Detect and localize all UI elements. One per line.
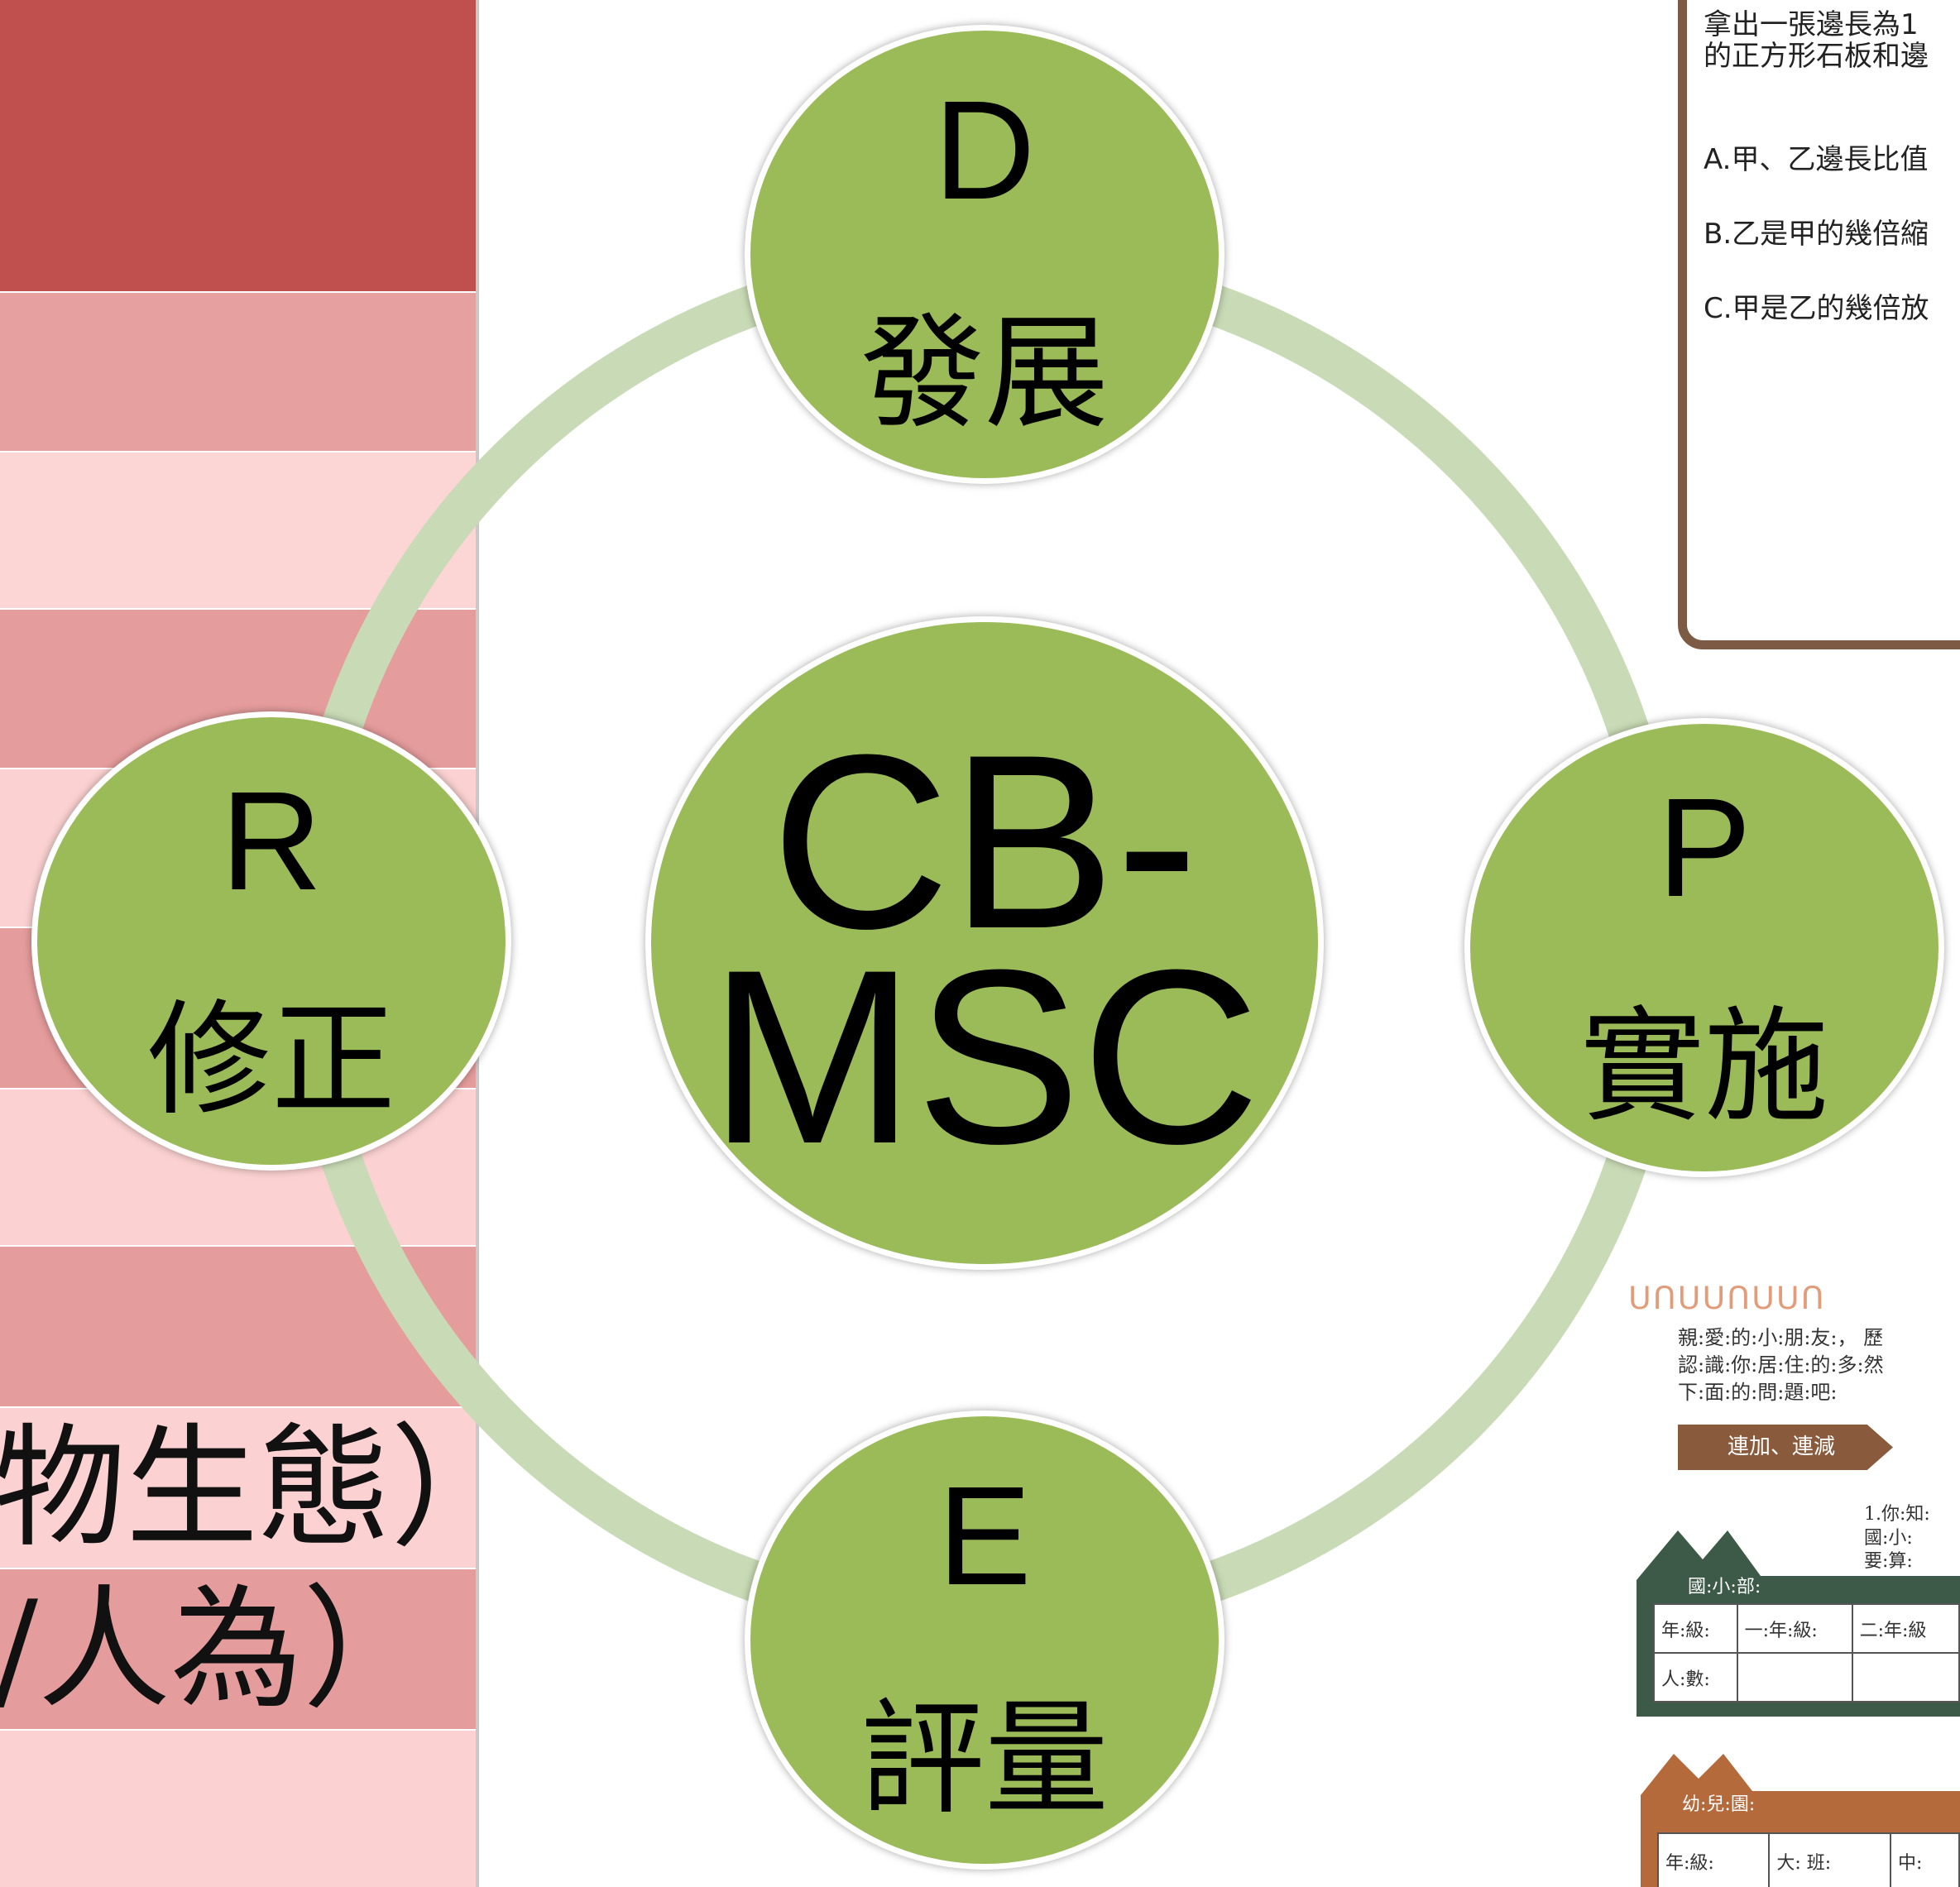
node-evaluate: E 評量 bbox=[745, 1410, 1224, 1870]
worksheet-question: 1.你:知: 國:小: 要:算: bbox=[1864, 1503, 1930, 1574]
quiz-card: 拿出一張邊長為1 的正方形石板和邊 A.甲、乙邊長比值 B.乙是甲的幾倍縮 C.… bbox=[1678, 0, 1960, 649]
node-revise-label: 修正 bbox=[146, 989, 395, 1133]
quiz-option-a: A.甲、乙邊長比值 bbox=[1704, 143, 1929, 176]
green-block-label: 國:小:部: bbox=[1688, 1577, 1761, 1597]
quiz-option-c: C.甲是乙的幾倍放 bbox=[1704, 292, 1929, 325]
table-cell: 大: 班: bbox=[1768, 1832, 1892, 1887]
row-text: /人為） bbox=[0, 1571, 435, 1727]
question-line3: 要:算: bbox=[1864, 1551, 1913, 1573]
worksheet-snippet: ᑌᑎᑌᑌᑎᑌᑌᑎ 親:愛:的:小:朋:友:， 歷 認:識:你:居:住:的:多:然… bbox=[1620, 1270, 1960, 1887]
table-row bbox=[0, 1729, 478, 1887]
quiz-line1: 拿出一張邊長為1 bbox=[1704, 8, 1919, 41]
table-cell: 二:年:級 bbox=[1851, 1603, 1960, 1654]
table-row: 物生態） bbox=[0, 1406, 478, 1568]
table-cell: 中: bbox=[1890, 1832, 1960, 1887]
question-line2: 國:小: bbox=[1864, 1527, 1913, 1549]
worksheet-line2: 認:識:你:居:住:的:多:然 bbox=[1678, 1353, 1884, 1377]
node-evaluate-letter: E bbox=[937, 1458, 1032, 1615]
row-text: 物生態） bbox=[0, 1410, 478, 1565]
center-title-line1: CB- bbox=[770, 702, 1199, 980]
table-cell: 年:級: bbox=[1656, 1832, 1771, 1887]
table-row: /人為） bbox=[0, 1568, 478, 1729]
center-title-line2: MSC bbox=[708, 917, 1261, 1195]
elementary-table: 年:級: 一:年:級: 二:年:級 人:數: bbox=[1653, 1603, 1960, 1703]
node-implement-label: 實施 bbox=[1579, 995, 1828, 1139]
worksheet-line1: 親:愛:的:小:朋:友:， 歷 bbox=[1678, 1326, 1884, 1349]
table-row: 人:數: bbox=[1653, 1652, 1960, 1703]
brown-block-label: 幼:兒:園: bbox=[1682, 1794, 1756, 1815]
table-cell bbox=[1851, 1652, 1960, 1703]
kindergarten-table: 年:級: 大: 班: 中: bbox=[1656, 1832, 1960, 1887]
wavy-border: ᑌᑎᑌᑌᑎᑌᑌᑎ bbox=[1628, 1280, 1826, 1316]
table-cell bbox=[1736, 1652, 1853, 1703]
table-row: 年:級: 一:年:級: 二:年:級 bbox=[1653, 1603, 1960, 1654]
activity-banner: 連加、連減 bbox=[1678, 1425, 1893, 1470]
node-implement-letter: P bbox=[1657, 769, 1752, 927]
table-cell: 人:數: bbox=[1653, 1652, 1738, 1703]
node-revise-letter: R bbox=[220, 763, 323, 920]
node-implement: P 實施 bbox=[1464, 718, 1944, 1177]
question-line1: 1.你:知: bbox=[1864, 1504, 1930, 1525]
table-row bbox=[0, 0, 478, 291]
table-cell: 年:級: bbox=[1653, 1603, 1738, 1654]
table-row: 年:級: 大: 班: 中: bbox=[1656, 1832, 1960, 1887]
center-node: CB- MSC bbox=[645, 616, 1324, 1270]
worksheet-line3: 下:面:的:問:題:吧: bbox=[1678, 1381, 1838, 1404]
table-cell: 一:年:級: bbox=[1736, 1603, 1853, 1654]
node-develop: D 發展 bbox=[745, 25, 1224, 484]
table-row bbox=[0, 291, 478, 451]
node-develop-letter: D bbox=[933, 72, 1036, 229]
node-revise: R 修正 bbox=[31, 711, 511, 1171]
quiz-line2: 的正方形石板和邊 bbox=[1704, 40, 1929, 73]
quiz-option-b: B.乙是甲的幾倍縮 bbox=[1704, 218, 1929, 251]
node-develop-label: 發展 bbox=[860, 302, 1109, 446]
node-evaluate-label: 評量 bbox=[860, 1688, 1109, 1832]
